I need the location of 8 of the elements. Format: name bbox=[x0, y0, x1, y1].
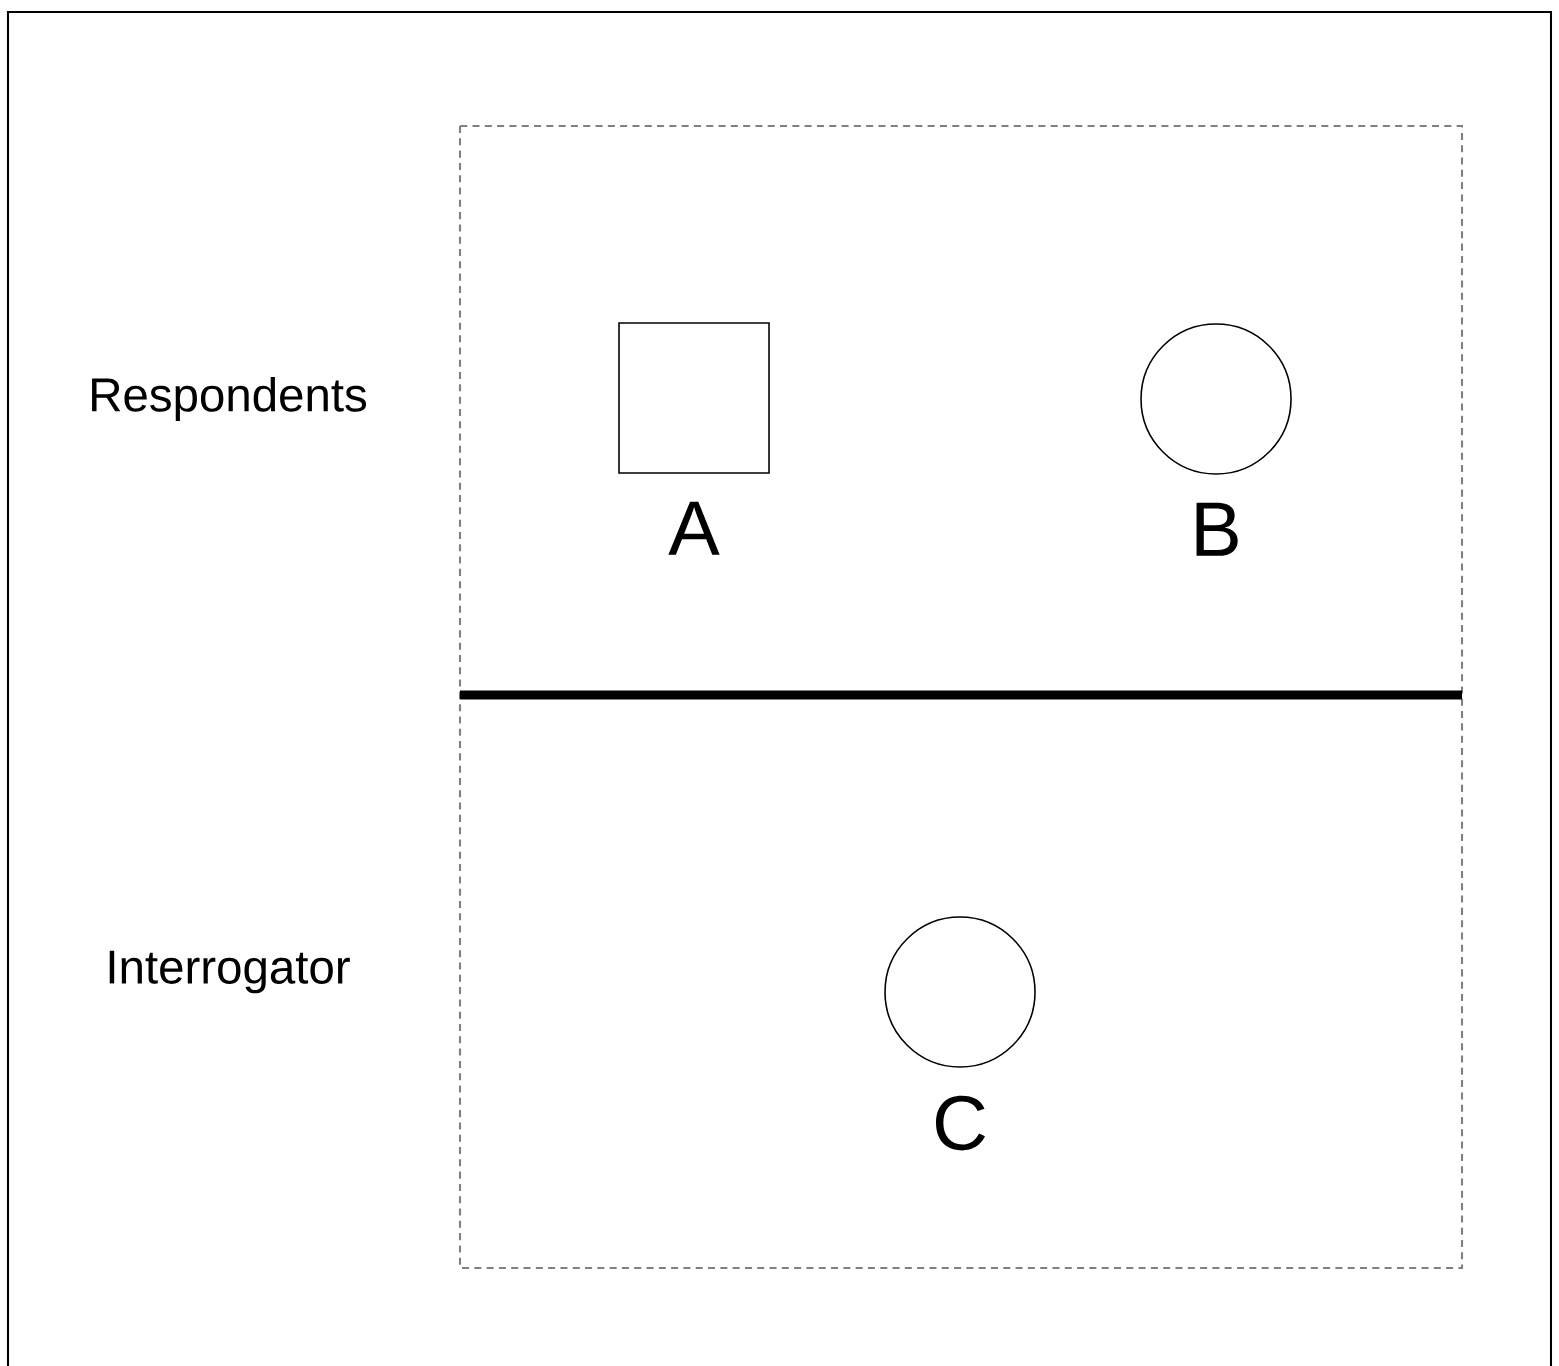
node-label: A bbox=[668, 501, 720, 555]
row-label: Respondents bbox=[92, 376, 367, 422]
circle bbox=[1140, 323, 1292, 475]
circle bbox=[884, 916, 1036, 1068]
square bbox=[618, 322, 770, 474]
node-label: C bbox=[936, 1095, 985, 1151]
node-label: B bbox=[1196, 502, 1238, 556]
row-label: Interrogator bbox=[109, 950, 350, 994]
